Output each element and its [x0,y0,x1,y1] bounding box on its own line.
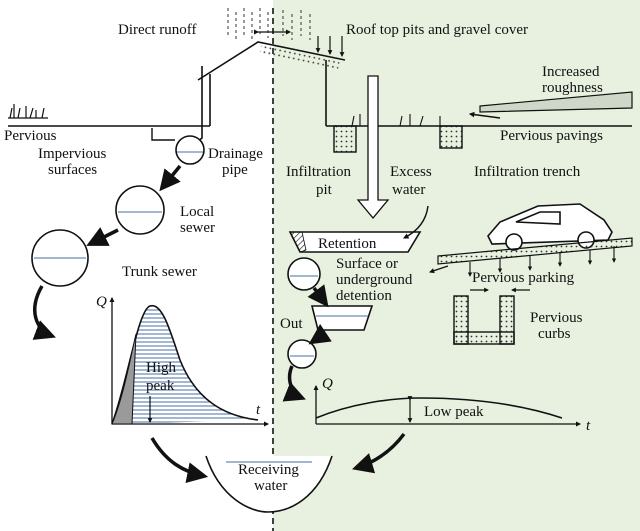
pervious-parking-slab [437,237,633,265]
local-sewer-circle [115,185,165,235]
grass-right [351,114,441,127]
low-peak-hydrograph [315,397,563,419]
rain-marks [227,8,311,40]
label-pervious-pavings: Pervious pavings [500,128,603,144]
pervious-curbs [453,295,515,345]
retention-hatch [289,231,307,253]
label-high: High [146,360,177,376]
label-underground: underground [336,272,413,288]
label-impervious: Impervious [38,146,106,162]
excess-down-arrow [356,75,390,220]
label-peak: peak [146,378,175,394]
label-low-peak: Low peak [424,404,484,420]
detention-circle [287,257,321,291]
label-increased: Increased [542,64,600,80]
high-peak-shaded [111,333,137,425]
infiltration-pit [333,125,357,153]
axis-t-right: t [586,418,591,434]
infiltration-trench [439,125,463,149]
axis-q-right: Q [322,376,333,392]
receiving-water-basin [205,455,333,513]
label-infiltration-trench: Infiltration trench [474,164,581,180]
label-surfaces: surfaces [48,162,97,178]
label-trunk-sewer: Trunk sewer [122,264,197,280]
sewer-flow-arrows [32,164,182,340]
right-panel-background [273,0,640,531]
label-pervious-curbs-1: Pervious [530,310,583,326]
outlet-circle [287,339,317,369]
axis-q-left: Q [96,294,107,310]
excess-inflow-arrow [402,205,429,239]
roof-gravel [259,41,341,71]
label-receiving: Receiving [238,462,299,478]
hydrograph-right [313,384,582,427]
label-receiving-water: water [254,478,287,494]
label-detention: detention [336,288,392,304]
parking-infiltration-arrows [467,246,617,277]
label-local: Local [180,204,214,220]
detention-flow-arrows [282,284,332,402]
label-pervious: Pervious [4,128,57,144]
label-water: water [392,182,425,198]
label-drainage: Drainage [208,146,263,162]
label-pipe: pipe [222,162,248,178]
label-retention: Retention [318,236,377,252]
label-infiltration: Infiltration [286,164,351,180]
hydrograph-left [109,296,270,427]
label-sewer: sewer [180,220,215,236]
label-roughness: roughness [542,80,603,96]
roughness-surface [479,91,633,113]
drainage-pipe-circle [175,135,205,165]
pavings-arrow [468,111,501,119]
label-curbs: curbs [538,326,571,342]
label-excess: Excess [390,164,432,180]
label-out: Out [280,316,303,332]
parking-inflow-arrow [429,265,449,274]
axis-t-left: t [256,402,261,418]
label-pit: pit [316,182,333,198]
receiving-flow-arrows [150,432,406,483]
roof-rain-arrows [315,36,345,57]
impervious-basin [151,128,175,141]
label-direct-runoff: Direct runoff [118,22,196,38]
label-roof-top: Roof top pits and gravel cover [346,22,528,38]
grass-left [8,104,48,119]
out-basin [310,305,374,331]
label-pervious-parking: Pervious parking [472,270,575,286]
label-surface-or: Surface or [336,256,398,272]
